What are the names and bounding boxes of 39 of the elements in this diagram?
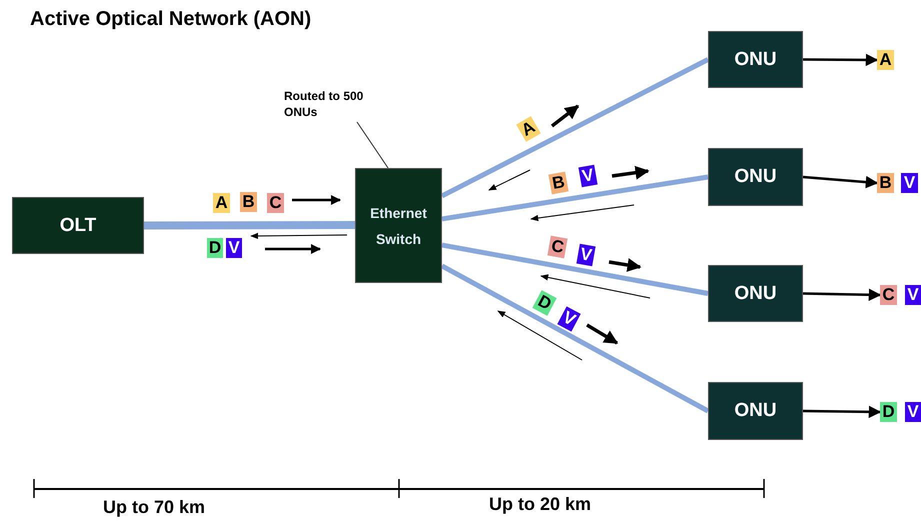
device-box: OLT	[12, 197, 144, 254]
distance-label: Up to 70 km	[103, 497, 206, 518]
signal-badge: C	[547, 236, 568, 258]
arrow	[802, 176, 878, 188]
signal-badge: D	[207, 238, 223, 258]
signal-badge: D	[880, 402, 897, 422]
fiber-line	[440, 264, 710, 414]
leader-line	[356, 122, 389, 168]
signal-badge: A	[516, 116, 541, 142]
signal-badge: C	[267, 193, 284, 213]
diagram-title: Active Optical Network (AON)	[30, 8, 312, 31]
signal-badge: A	[213, 193, 230, 213]
signal-badge: V	[576, 244, 596, 266]
signal-badge: B	[240, 192, 257, 212]
signal-badge: V	[905, 285, 921, 305]
signal-badge: V	[557, 306, 581, 332]
signal-badge: B	[877, 173, 894, 193]
fiber-line	[442, 242, 708, 296]
fiber-line	[144, 221, 355, 230]
signal-badge: C	[880, 285, 897, 305]
signal-badge: V	[905, 402, 921, 422]
device-box: Ethernet Switch	[355, 168, 442, 283]
arrow	[802, 288, 882, 302]
arrow	[802, 406, 882, 418]
signal-badge: V	[578, 164, 598, 188]
signal-badge: B	[548, 172, 569, 194]
signal-badge: V	[901, 173, 918, 193]
fiber-line	[440, 57, 710, 198]
signal-badge: V	[226, 238, 242, 258]
device-box: ONU	[708, 148, 803, 206]
signal-badge: A	[877, 50, 894, 70]
callout-text: Routed to 500 ONUs	[284, 88, 384, 122]
arrow	[803, 54, 878, 66]
device-box: ONU	[708, 265, 803, 322]
device-box: ONU	[708, 31, 803, 88]
device-box: ONU	[708, 382, 803, 440]
signal-badge: D	[532, 290, 557, 316]
distance-label: Up to 20 km	[489, 494, 592, 515]
fiber-line	[442, 174, 708, 222]
